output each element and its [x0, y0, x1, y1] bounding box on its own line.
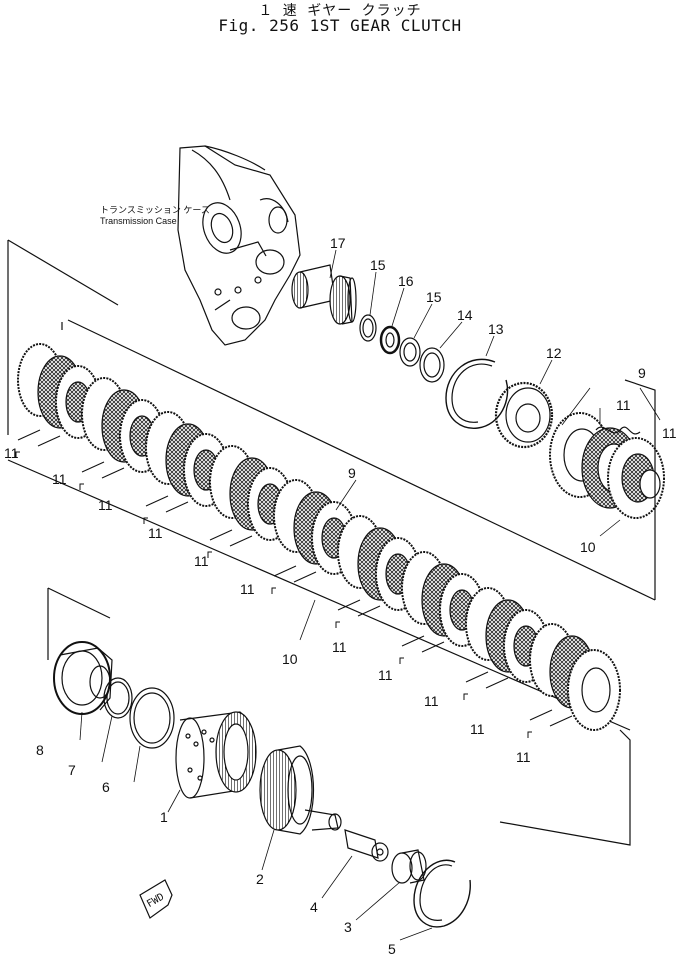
leader-lines [79, 249, 661, 941]
part-label-11: 11 [52, 471, 67, 487]
part-16-bearing [379, 325, 401, 355]
part-label-3: 3 [344, 919, 352, 935]
part-label-5: 5 [388, 941, 396, 957]
part-15-ring [399, 337, 421, 367]
part-label-2: 2 [256, 871, 264, 887]
part-label-10: 10 [580, 539, 596, 555]
part-label-17: 17 [330, 235, 346, 251]
part-label-4: 4 [310, 899, 318, 915]
part-15-ring [359, 314, 377, 342]
part-14-ring [419, 347, 445, 383]
part-label-11: 11 [424, 693, 439, 709]
part-3-bushing [391, 849, 427, 884]
part-label-15: 15 [370, 257, 386, 273]
part-8-piston [53, 641, 113, 715]
part-label-11: 11 [240, 581, 255, 597]
part-2-gear [259, 745, 342, 835]
case-label-japanese: トランスミッション ケース [100, 205, 210, 215]
part-label-11: 11 [332, 639, 347, 655]
part-label-9: 9 [638, 365, 646, 381]
figure-title-japanese: １ 速 ギヤー クラッチ [258, 3, 422, 19]
part-12-plate [494, 381, 554, 449]
part-4-shaft [344, 829, 389, 862]
part-6-ring [129, 687, 175, 749]
figure-title: Fig. 256 1ST GEAR CLUTCH [218, 16, 462, 35]
part-13-snap-ring [445, 358, 509, 429]
part-label-1: 1 [160, 809, 168, 825]
part-7-ring [103, 677, 133, 719]
part-17-shaft-gear [291, 264, 357, 325]
part-label-9: 9 [348, 465, 356, 481]
part-label-11: 11 [194, 553, 209, 569]
part-label-12: 12 [546, 345, 562, 361]
fwd-arrow [139, 879, 173, 919]
transmission-case [177, 145, 301, 346]
part-label-15: 15 [426, 289, 442, 305]
part-label-11: 11 [470, 721, 485, 737]
part-label-14: 14 [457, 307, 473, 323]
part-label-10: 10 [282, 651, 298, 667]
clutch-pack-frame [7, 239, 656, 846]
part-label-11: 11 [98, 497, 113, 513]
part-1-drum [175, 711, 257, 799]
clutch-pack-right [549, 412, 665, 519]
part-label-6: 6 [102, 779, 110, 795]
part-label-7: 7 [68, 762, 76, 778]
part-label-11: 11 [616, 397, 631, 413]
part-label-11: 11 [662, 425, 677, 441]
part-5-snap-ring [413, 859, 471, 928]
part-label-8: 8 [36, 742, 44, 758]
part-label-11: 11 [516, 749, 531, 765]
fwd-label: FWD [145, 892, 166, 911]
part-label-16: 16 [398, 273, 414, 289]
part-label-11: 11 [148, 525, 163, 541]
clutch-disc-stack [17, 343, 621, 731]
part-label-11: 11 [378, 667, 393, 683]
group-separators [15, 429, 573, 738]
part-label-13: 13 [488, 321, 504, 337]
case-label: Transmission Case [100, 216, 177, 226]
part-label-11: 11 [4, 445, 19, 461]
